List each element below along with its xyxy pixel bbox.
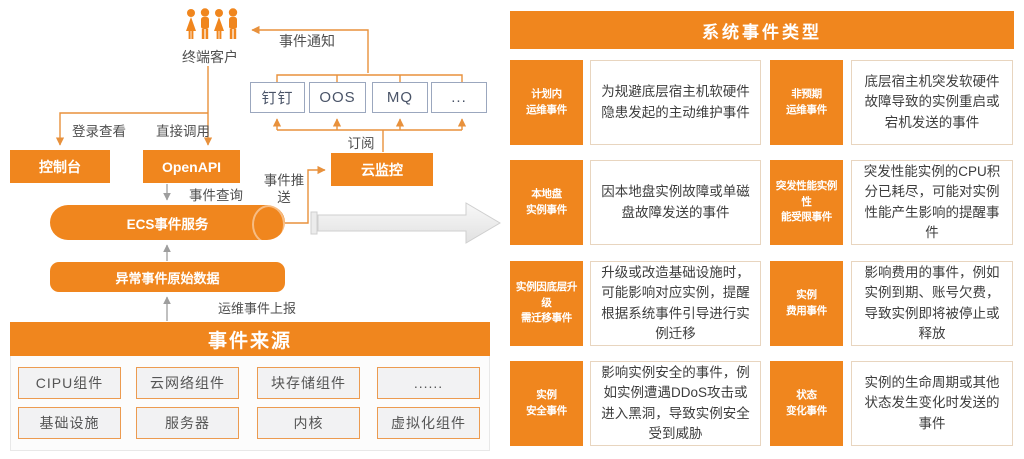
flow-arrow (317, 202, 501, 244)
channel-more: ... (431, 82, 487, 113)
ecs-event-service-label: ECS事件服务 (126, 216, 209, 232)
cylinder-cap (252, 205, 285, 244)
source-item-block-storage: 块存储组件 (257, 367, 360, 399)
channel-oos: OOS (309, 82, 366, 113)
event-notify-label: 事件通知 (279, 33, 335, 49)
raw-event-data-bar: 异常事件原始数据 (50, 262, 285, 292)
event-type-category: 状态 变化事件 (770, 361, 843, 446)
event-type-category: 本地盘 实例事件 (510, 160, 583, 245)
direct-call-label: 直接调用 (156, 124, 210, 139)
flow-arrow-tail (310, 211, 318, 235)
login-view-label: 登录查看 (72, 124, 126, 139)
channel-mq: MQ (372, 82, 428, 113)
event-push-label: 事件推送 (263, 173, 305, 205)
source-item-kernel: 内核 (257, 407, 360, 439)
end-users-label: 终端客户 (182, 49, 238, 65)
system-event-types-title: 系统事件类型 (510, 11, 1014, 49)
event-type-desc: 影响实例安全的事件，例如实例遭遇DDoS攻击或进入黑洞，导致实例安全受到威胁 (590, 361, 761, 446)
end-users-icon (184, 8, 242, 48)
event-type-desc: 为规避底层宿主机软硬件隐患发起的主动维护事件 (590, 60, 761, 145)
event-type-category: 非预期 运维事件 (770, 60, 843, 145)
channel-dingtalk: 钉钉 (250, 82, 305, 113)
event-query-label: 事件查询 (189, 188, 243, 203)
console-node: 控制台 (10, 150, 110, 183)
event-type-desc: 底层宿主机突发软硬件故障导致的实例重启或宕机发送的事件 (851, 60, 1013, 145)
event-type-category: 实例 安全事件 (510, 361, 583, 446)
event-type-desc: 突发性能实例的CPU积分已耗尽，可能对实例性能产生影响的提醒事件 (851, 160, 1013, 245)
event-type-category: 计划内 运维事件 (510, 60, 583, 145)
ops-report-label: 运维事件上报 (217, 301, 296, 316)
event-sources-header: 事件来源 (10, 322, 490, 356)
event-type-category: 突发性能实例性 能受限事件 (770, 160, 843, 245)
source-item-network: 云网络组件 (136, 367, 239, 399)
openapi-node: OpenAPI (143, 150, 240, 183)
source-item-more: ...... (377, 367, 480, 399)
source-item-cipu: CIPU组件 (18, 367, 121, 399)
source-item-virtualization: 虚拟化组件 (377, 407, 480, 439)
subscribe-label: 订阅 (347, 136, 375, 151)
event-type-category: 实例 费用事件 (770, 261, 843, 346)
source-item-server: 服务器 (136, 407, 239, 439)
source-item-infra: 基础设施 (18, 407, 121, 439)
event-type-desc: 影响费用的事件，例如实例到期、账号欠费，导致实例即将被停止或释放 (851, 261, 1013, 346)
ecs-event-service-cylinder: ECS事件服务 (50, 205, 285, 244)
event-type-desc: 实例的生命周期或其他状态发生变化时发送的事件 (851, 361, 1013, 446)
event-type-desc: 升级或改造基础设施时，可能影响对应实例，提醒根据系统事件引导进行实例迁移 (590, 261, 761, 346)
event-type-category: 实例因底层升级 需迁移事件 (510, 261, 583, 346)
cloud-monitor-node: 云监控 (331, 153, 433, 186)
event-type-desc: 因本地盘实例故障或单磁盘故障发送的事件 (590, 160, 761, 245)
channels-top-bracket (276, 74, 463, 82)
